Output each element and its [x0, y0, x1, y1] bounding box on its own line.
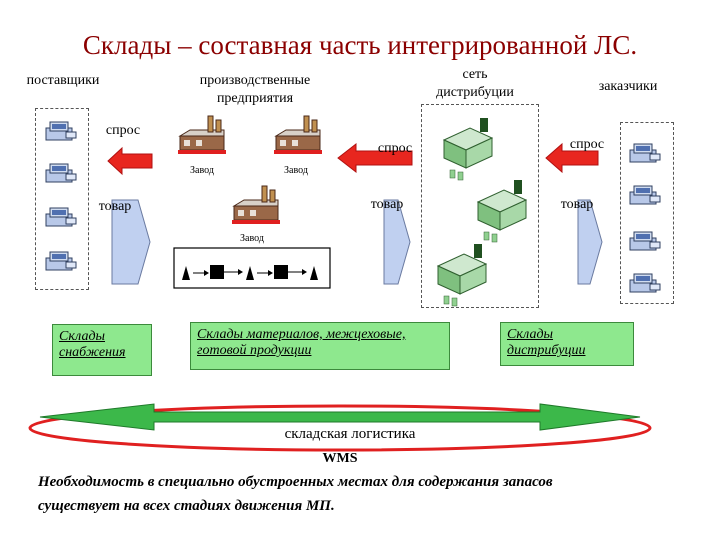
wms-label: WMS [322, 451, 358, 466]
warehouse-icon-3 [437, 243, 487, 307]
supplier-pc-4 [45, 251, 77, 271]
note-line-2: существует на всех стадиях движения МП. [38, 498, 335, 514]
factory-label-3: Завод [240, 233, 264, 244]
distribution-box-line-2: дистрибуции [507, 343, 586, 358]
demand-arrow-right [545, 142, 599, 174]
supply-box-line-2: снабжения [59, 345, 126, 360]
network-label-1: сеть [462, 67, 488, 82]
goods-label-right: товар [560, 197, 594, 212]
customers-box [620, 122, 674, 304]
materials-box-line-2: готовой продукции [197, 343, 312, 358]
production-label-2: предприятия [216, 91, 294, 106]
distribution-warehouses-box: Склады дистрибуции [500, 322, 634, 366]
factory-label-2: Завод [284, 165, 308, 176]
customer-pc-4 [629, 273, 661, 293]
demand-label-mid: спрос [377, 141, 413, 156]
factory-icon-3 [231, 185, 281, 225]
goods-arrow-right [577, 199, 603, 285]
goods-arrow-mid [383, 199, 411, 285]
materials-warehouses-box: Склады материалов, межцеховые, готовой п… [190, 322, 450, 370]
suppliers-label: поставщики [26, 73, 100, 88]
logistics-label: складская логистика [284, 426, 416, 442]
customer-pc-2 [629, 185, 661, 205]
factory-icon-2 [273, 115, 323, 155]
demand-arrow-mid [337, 142, 413, 174]
supplier-pc-3 [45, 207, 77, 227]
demand-label-left: спрос [105, 123, 141, 138]
customer-pc-3 [629, 231, 661, 251]
goods-label-left: товар [98, 199, 132, 214]
suppliers-box [35, 108, 89, 290]
green-double-arrow [39, 403, 641, 431]
goods-arrow-left [111, 199, 151, 285]
note-line-1: Необходимость в специально обустроенных … [38, 474, 553, 490]
supplier-pc-2 [45, 163, 77, 183]
supply-box-line-1: Склады [59, 329, 106, 344]
factory-label-1: Завод [190, 165, 214, 176]
network-label-2: дистрибуции [436, 85, 514, 100]
customers-label: заказчики [598, 79, 658, 94]
factory-icon-1 [177, 115, 227, 155]
warehouse-icon-1 [443, 117, 493, 181]
warehouse-logistics-ellipse [28, 404, 652, 452]
materials-box-line-1: Склады материалов, межцеховые, [197, 327, 406, 342]
production-label-1: производственные [199, 73, 311, 88]
demand-label-right: спрос [569, 137, 605, 152]
production-flow-box [173, 247, 331, 289]
supplier-pc-1 [45, 121, 77, 141]
warehouse-icon-2 [477, 179, 527, 243]
distribution-box-line-1: Склады [507, 327, 554, 342]
distribution-network-box [421, 104, 539, 308]
goods-label-mid: товар [370, 197, 404, 212]
page-title: Склады – составная часть интегрированной… [82, 30, 638, 60]
customer-pc-1 [629, 143, 661, 163]
supply-warehouses-box: Склады снабжения [52, 324, 152, 376]
demand-arrow-left [107, 146, 153, 176]
